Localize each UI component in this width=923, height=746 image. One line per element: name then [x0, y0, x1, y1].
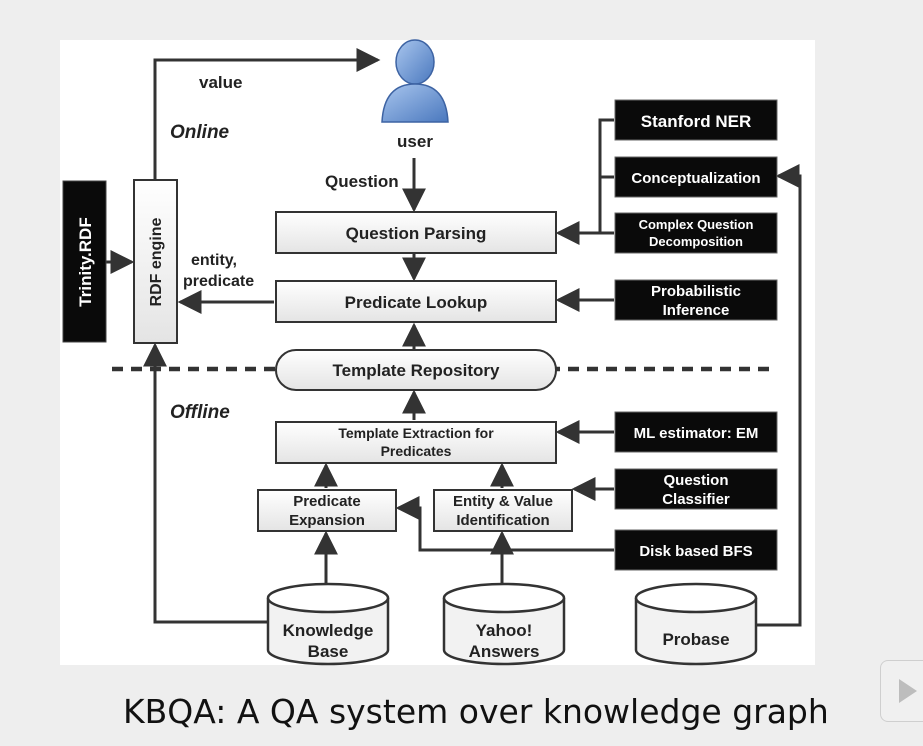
question-parsing-label: Question Parsing: [346, 224, 487, 243]
predicate-lookup-label: Predicate Lookup: [345, 293, 488, 312]
complex-question-label-2: Decomposition: [649, 234, 743, 249]
predicate-expansion-label-1: Predicate: [293, 493, 361, 510]
disk-bfs-label: Disk based BFS: [639, 543, 752, 560]
question-parsing-box: [275, 211, 557, 254]
yahoo-answers-db: [442, 582, 566, 666]
rdf-engine-label: RDF engine: [148, 217, 165, 306]
question-label: Question: [325, 172, 399, 191]
kb-to-rdf-arrow: [143, 342, 270, 624]
yahoo-answers-label-2: Answers: [469, 642, 540, 661]
stanford-ner-label: Stanford NER: [641, 112, 752, 131]
disk-bfs-box: [614, 529, 778, 571]
offline-label: Offline: [170, 402, 230, 423]
knowledge-base-label-1: Knowledge: [283, 621, 374, 640]
yahoo-answers-label-1: Yahoo!: [476, 621, 533, 640]
template-extraction-label-1: Template Extraction for: [338, 425, 494, 441]
probase-label: Probase: [662, 630, 729, 649]
conceptualization-box: [614, 156, 778, 198]
probabilistic-inference-label-2: Inference: [663, 302, 730, 319]
predicate-expansion-label-2: Expansion: [289, 512, 365, 529]
predicate-expansion-box: [257, 489, 397, 532]
connectors: [106, 48, 802, 627]
probase-db: [634, 582, 758, 666]
entity-value-label-1: Entity & Value: [453, 493, 553, 510]
value-label: value: [199, 73, 242, 92]
trinity-rdf-box: [62, 180, 107, 343]
probase-arrow: [752, 164, 802, 627]
template-extraction-box: [275, 421, 557, 464]
entity-label: entity,: [191, 252, 237, 269]
ml-estimator-label: ML estimator: EM: [634, 425, 759, 442]
entity-value-box: [433, 489, 573, 532]
question-classifier-label-1: Question: [663, 472, 728, 489]
template-extraction-label-2: Predicates: [381, 443, 452, 459]
stanford-ner-box: [614, 99, 778, 141]
online-label: Online: [170, 122, 230, 143]
ml-estimator-box: [614, 411, 778, 453]
conceptualization-label: Conceptualization: [631, 170, 760, 187]
user-label: user: [397, 132, 433, 151]
bfs-arrow: [395, 496, 614, 552]
predicate-lookup-box: [275, 280, 557, 323]
probabilistic-inference-box: [614, 279, 778, 321]
template-repository-label: Template Repository: [333, 361, 500, 380]
complex-question-label-1: Complex Question: [639, 217, 754, 232]
value-arrow: [153, 48, 381, 180]
video-play-button[interactable]: [880, 660, 923, 722]
template-repository-box: [275, 349, 557, 391]
trinity-rdf-label: Trinity.RDF: [76, 217, 95, 306]
probabilistic-inference-label-1: Probabilistic: [651, 283, 741, 300]
question-classifier-box: [614, 468, 778, 510]
rdf-engine-box: [133, 179, 178, 344]
knowledge-base-db: [266, 582, 390, 666]
entity-value-label-2: Identification: [456, 512, 549, 529]
play-icon: [899, 679, 917, 703]
user-icon: [381, 39, 449, 123]
question-classifier-label-2: Classifier: [662, 491, 730, 508]
complex-question-box: [614, 212, 778, 254]
slide-caption: KBQA: A QA system over knowledge graph: [123, 692, 829, 731]
knowledge-base-label-2: Base: [308, 642, 349, 661]
predicate-label: predicate: [183, 273, 254, 290]
